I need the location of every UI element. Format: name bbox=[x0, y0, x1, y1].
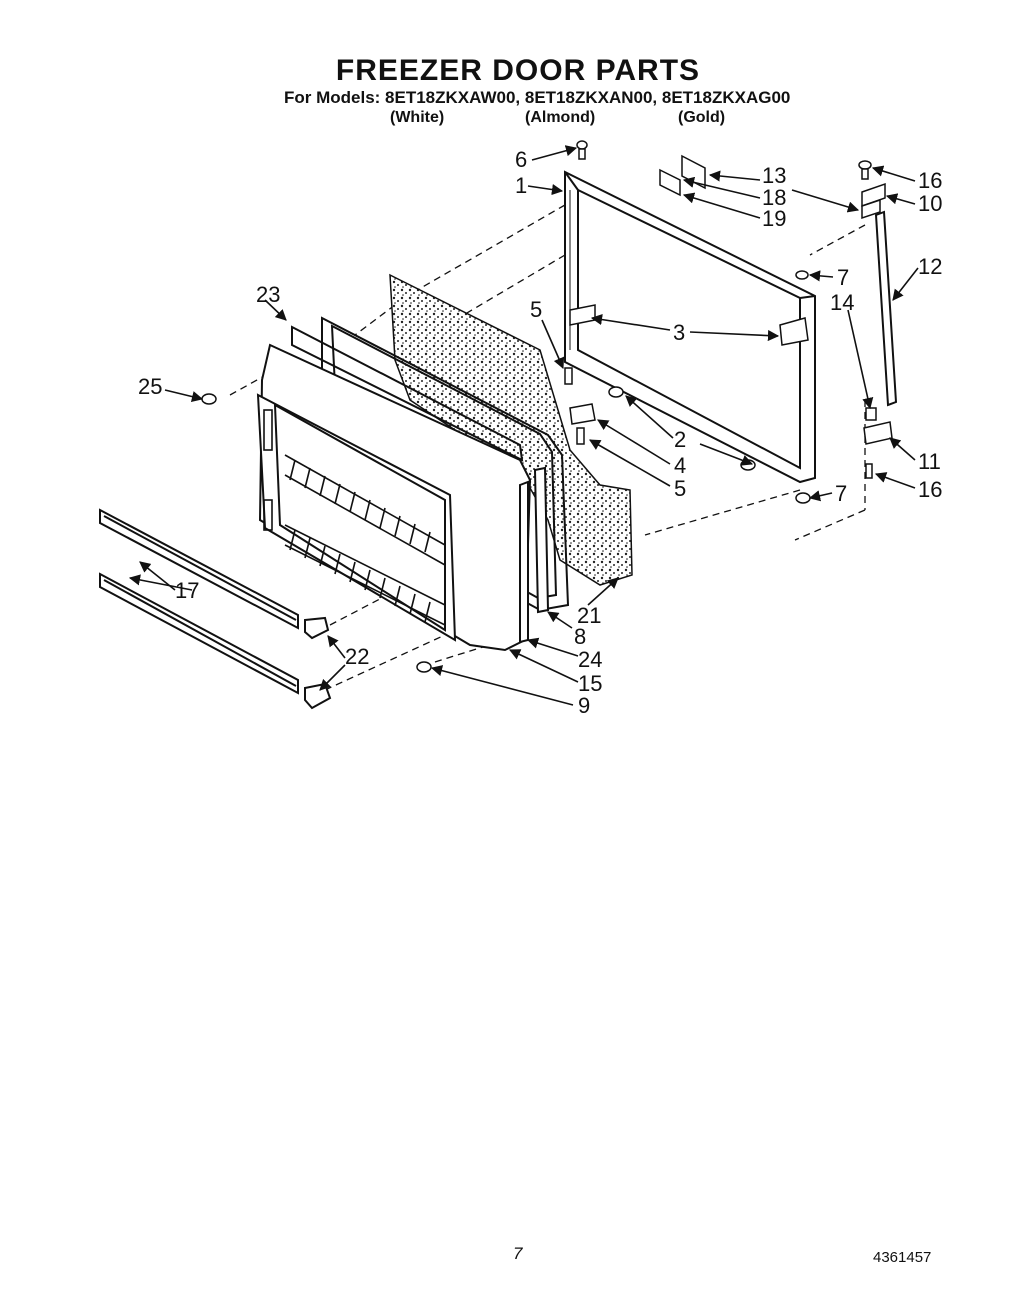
callout-13: 13 bbox=[762, 163, 786, 188]
callout-8: 8 bbox=[574, 624, 586, 649]
callout-3: 3 bbox=[673, 320, 685, 345]
page-number: 7 bbox=[513, 1244, 523, 1263]
callout-10: 10 bbox=[918, 191, 942, 216]
callout-19: 19 bbox=[762, 206, 786, 231]
callout-24: 24 bbox=[578, 647, 602, 672]
callout-18: 18 bbox=[762, 185, 786, 210]
callout-16-top: 16 bbox=[918, 168, 942, 193]
callout-7-top: 7 bbox=[837, 265, 849, 290]
callout-15: 15 bbox=[578, 671, 602, 696]
callout-9: 9 bbox=[578, 693, 590, 718]
document-number: 4361457 bbox=[873, 1249, 932, 1266]
callout-25: 25 bbox=[138, 374, 162, 399]
variant-almond: (Almond) bbox=[525, 109, 596, 126]
callout-16-bottom: 16 bbox=[918, 477, 942, 502]
liner-shelf-ribs bbox=[263, 409, 446, 626]
callout-11: 11 bbox=[918, 449, 941, 474]
callout-12: 12 bbox=[918, 254, 942, 279]
variant-white: (White) bbox=[390, 109, 445, 126]
callout-23: 23 bbox=[256, 282, 280, 307]
trim-strips bbox=[519, 466, 550, 644]
callout-17: 17 bbox=[175, 578, 199, 603]
models-line: For Models: 8ET18ZKXAW00, 8ET18ZKXAN00, … bbox=[284, 88, 791, 107]
hinge-rail bbox=[874, 210, 898, 407]
outer-door-panel bbox=[564, 170, 816, 484]
variant-gold: (Gold) bbox=[678, 109, 726, 126]
handle-strips bbox=[99, 508, 332, 710]
callout-1: 1 bbox=[515, 173, 527, 198]
callout-5-bottom: 5 bbox=[674, 476, 686, 501]
callout-2: 2 bbox=[674, 427, 686, 452]
callout-numbers: 6 1 13 18 19 16 10 7 12 23 5 3 14 25 2 4… bbox=[138, 147, 942, 718]
page-title: FREEZER DOOR PARTS bbox=[335, 54, 701, 87]
callout-5-top: 5 bbox=[530, 297, 542, 322]
callout-7-bottom: 7 bbox=[835, 481, 847, 506]
callout-4: 4 bbox=[674, 453, 686, 478]
callout-21: 21 bbox=[577, 603, 601, 628]
leader-lines bbox=[128, 145, 919, 706]
callout-22: 22 bbox=[345, 644, 369, 669]
callout-6: 6 bbox=[515, 147, 527, 172]
callout-14: 14 bbox=[830, 290, 854, 315]
